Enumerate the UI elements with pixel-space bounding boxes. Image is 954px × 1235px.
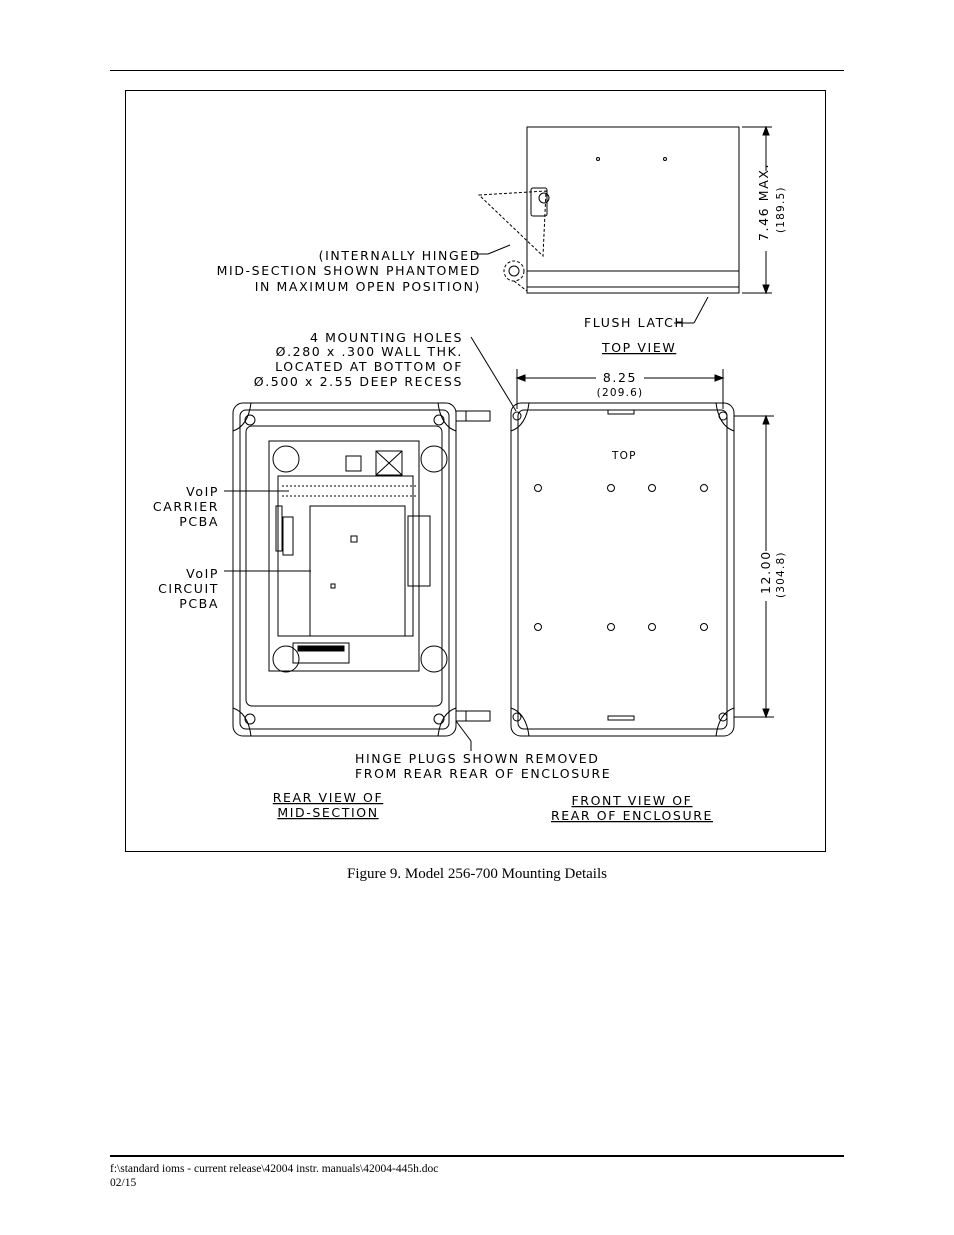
label-width-dimension: 8.25 — [603, 370, 637, 385]
label-flush-latch: FLUSH LATCH — [584, 315, 685, 330]
mounting-drawing: (INTERNALLY HINGED MID-SECTION SHOWN PHA… — [153, 125, 787, 823]
label-top-mark: TOP — [611, 450, 637, 462]
label-hinged-line-3: IN MAXIMUM OPEN POSITION) — [255, 279, 481, 294]
label-hinged-line-1: (INTERNALLY HINGED — [319, 248, 481, 263]
label-front-view-line-2: REAR OF ENCLOSURE — [551, 808, 713, 823]
top-view-drawing — [474, 125, 772, 324]
figure-caption: Figure 9. Model 256-700 Mounting Details — [347, 866, 607, 882]
label-top-view: TOP VIEW — [601, 340, 676, 355]
label-holes-line-1: 4 MOUNTING HOLES — [310, 330, 463, 345]
front-view-drawing — [510, 369, 774, 737]
label-hinged-line-2: MID-SECTION SHOWN PHANTOMED — [217, 263, 481, 278]
footer-date: 02/15 — [110, 1177, 137, 1189]
label-width-dimension-mm: (209.6) — [597, 387, 644, 399]
label-height-dimension: 7.46 MAX. — [756, 163, 771, 241]
label-rear-view-line-1: REAR VIEW OF — [273, 790, 384, 805]
footer-file-path: f:\standard ioms - current release\42004… — [110, 1163, 439, 1175]
label-length-dimension: 12.00 — [758, 550, 773, 594]
mounting-studs — [534, 484, 708, 631]
label-rear-view-line-2: MID-SECTION — [277, 805, 378, 820]
label-holes-line-3: LOCATED AT BOTTOM OF — [275, 359, 463, 374]
label-circuit-line-2: CIRCUIT — [158, 581, 219, 596]
label-carrier-line-3: PCBA — [179, 514, 219, 529]
label-circuit-line-3: PCBA — [179, 596, 219, 611]
label-length-dimension-mm: (304.8) — [775, 551, 787, 598]
label-carrier-line-2: CARRIER — [153, 499, 219, 514]
label-height-dimension-mm: (189.5) — [775, 186, 787, 233]
rear-view-drawing — [224, 336, 517, 751]
label-holes-line-2: Ø.280 x .300 WALL THK. — [276, 344, 463, 359]
label-holes-line-4: Ø.500 x 2.55 DEEP RECESS — [254, 374, 463, 389]
label-front-view-line-1: FRONT VIEW OF — [572, 793, 693, 808]
label-circuit-line-1: VoIP — [186, 566, 219, 581]
header-rule — [110, 70, 844, 71]
label-carrier-line-1: VoIP — [186, 484, 219, 499]
figure-frame: (INTERNALLY HINGED MID-SECTION SHOWN PHA… — [125, 90, 826, 852]
footer-rule — [110, 1155, 844, 1157]
label-hinge-line-2: FROM REAR REAR OF ENCLOSURE — [355, 766, 611, 781]
label-hinge-line-1: HINGE PLUGS SHOWN REMOVED — [355, 751, 600, 766]
